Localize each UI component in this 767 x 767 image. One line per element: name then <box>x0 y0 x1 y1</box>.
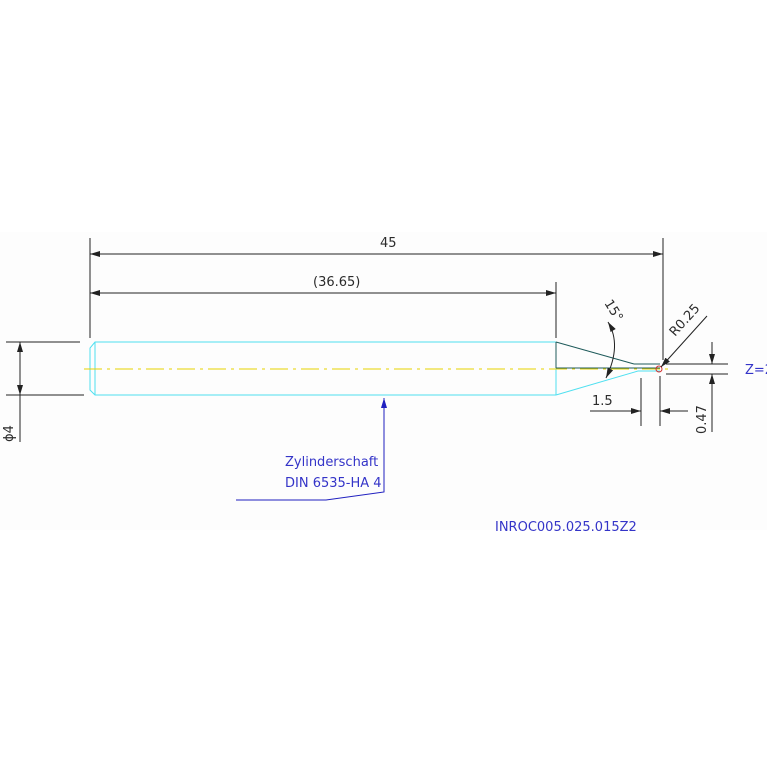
dim-label-shank-length: (36.65) <box>313 275 360 290</box>
cone-edge <box>555 341 660 369</box>
dimension-overall-length <box>89 238 664 360</box>
dimension-tip-length <box>590 376 688 426</box>
callout-line-2: DIN 6535-HA 4 <box>285 476 382 491</box>
dimension-tip-radius <box>660 315 708 368</box>
dimension-shank-length <box>90 282 557 338</box>
dim-label-taper-angle: 15° <box>601 297 626 324</box>
flute-count-label: Z=2 <box>745 363 767 378</box>
dim-label-tip-length: 1.5 <box>592 394 613 409</box>
shank-callout-leader <box>236 398 387 501</box>
dim-label-overall-length: 45 <box>380 236 397 251</box>
part-number: INROC005.025.015Z2 <box>495 520 637 535</box>
tip-radius-marker <box>655 365 663 373</box>
dimension-taper-angle <box>605 321 616 379</box>
callout-line-1: Zylinderschaft <box>285 455 378 470</box>
dimension-shank-diameter <box>6 341 84 442</box>
dim-label-shank-diameter: ϕ4 <box>2 425 17 442</box>
dimension-tip-diameter <box>666 342 728 432</box>
dim-label-tip-diameter: 0.47 <box>695 405 710 434</box>
dim-label-tip-radius: R0.25 <box>667 301 704 339</box>
